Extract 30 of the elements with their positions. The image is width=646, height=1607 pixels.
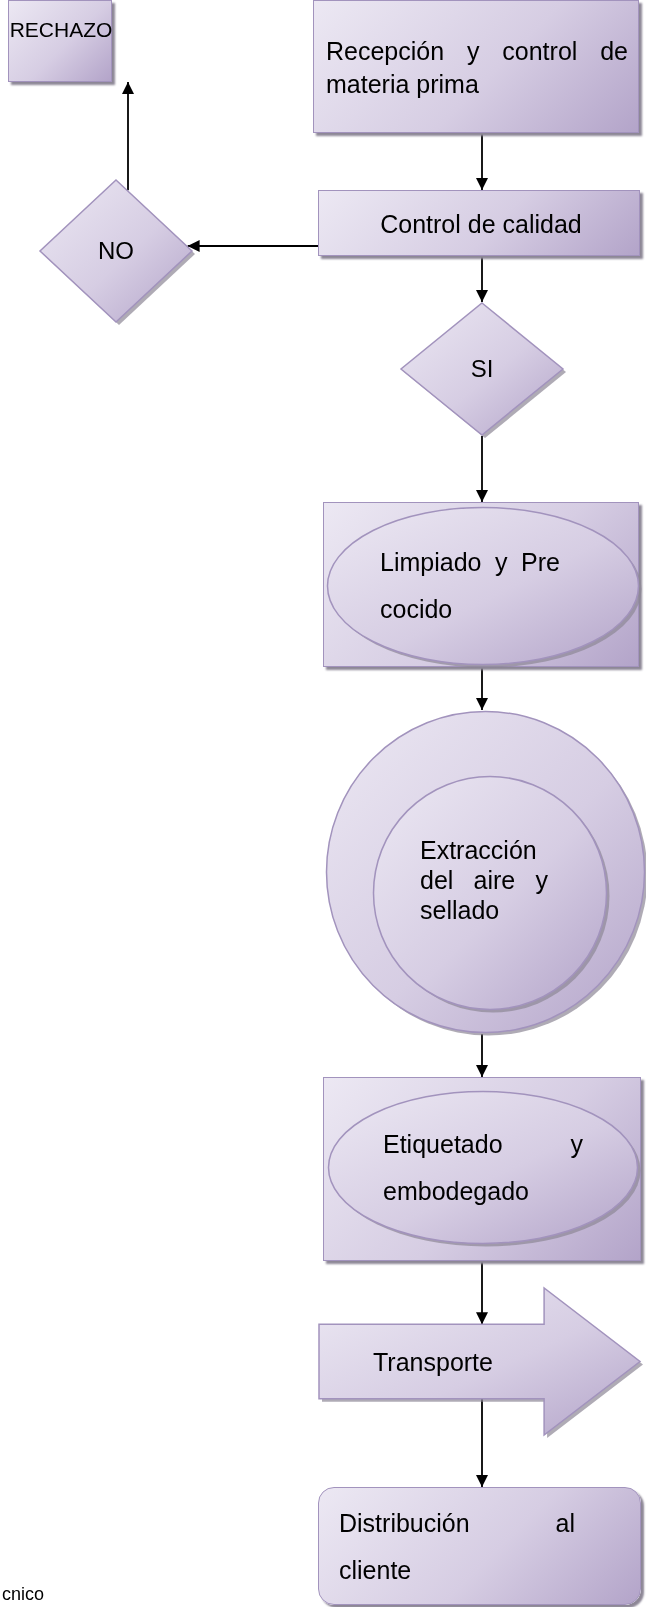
step-label: Transporte (373, 1346, 493, 1377)
arrow (122, 81, 134, 192)
step-label: NO (98, 236, 134, 266)
arrow (476, 435, 488, 503)
step-label: SI (470, 354, 494, 384)
process-box (318, 190, 640, 256)
process-box (313, 0, 639, 133)
note-text: cnico (2, 1584, 45, 1605)
process-shape (318, 1287, 641, 1436)
step-label: Control de calidad (380, 209, 582, 239)
process-box (8, 0, 112, 82)
process-box (323, 1077, 641, 1261)
arrow (476, 1260, 488, 1326)
arrow (476, 255, 488, 303)
arrow (476, 1033, 488, 1078)
step-label: Etiquetado y embodegado (383, 1128, 583, 1207)
arrow (476, 132, 488, 191)
process-ellipse (327, 1090, 639, 1245)
arrow (476, 666, 488, 711)
step-label: Limpiado y Pre cocido (380, 546, 560, 625)
process-circle (372, 775, 608, 1011)
process-circle (325, 710, 646, 1034)
step-label: RECHAZO (9, 17, 113, 43)
decision-diamond (400, 302, 564, 436)
arrow (186, 240, 319, 252)
step-label: Distribución al cliente (339, 1507, 575, 1586)
step-label: Recepción y control de materia prima (326, 36, 628, 100)
decision-diamond (39, 179, 193, 323)
terminal-box (318, 1487, 641, 1605)
step-label: Extracción del aire y sellado (420, 835, 548, 925)
